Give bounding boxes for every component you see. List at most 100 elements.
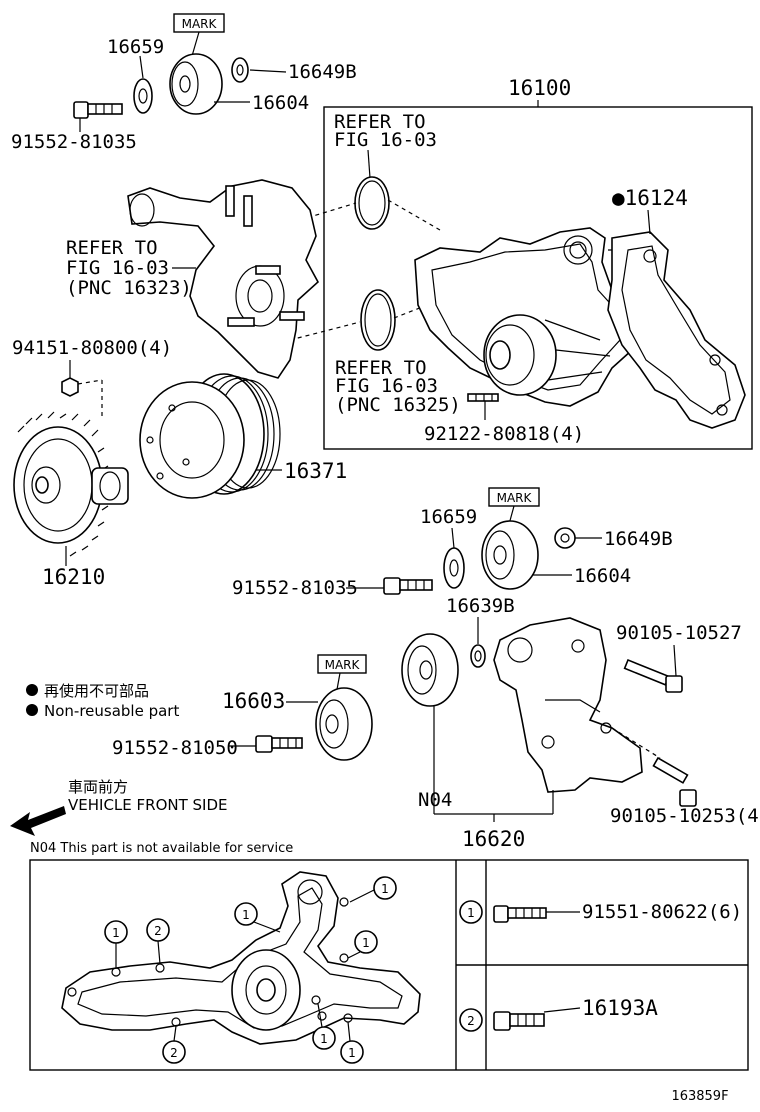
label-16100: 16100 bbox=[508, 76, 571, 100]
label-16620: 16620 bbox=[462, 827, 525, 851]
legend-en: Non-reusable part bbox=[44, 702, 179, 720]
label-16371: 16371 bbox=[284, 459, 347, 483]
svg-text:1: 1 bbox=[348, 1046, 356, 1060]
non-reusable-dot-en bbox=[26, 704, 38, 716]
label-91552-81035-top: 91552-81035 bbox=[11, 131, 137, 153]
refer-top-line2: FIG 16-03 bbox=[334, 129, 437, 151]
refer-housing-line2: FIG 16-03 bbox=[66, 257, 169, 279]
svg-text:2: 2 bbox=[170, 1046, 178, 1060]
svg-text:1: 1 bbox=[112, 926, 120, 940]
o-ring-bottom bbox=[360, 289, 396, 351]
idler-pulley-16604-top bbox=[169, 53, 223, 115]
svg-text:1: 1 bbox=[467, 906, 475, 920]
fan-clutch-16210 bbox=[13, 411, 129, 557]
label-16210: 16210 bbox=[42, 565, 105, 589]
callout-1-c: 1 bbox=[347, 930, 378, 959]
svg-text:1: 1 bbox=[362, 936, 370, 950]
svg-text:1: 1 bbox=[320, 1032, 328, 1046]
legend-jp: 再使用不可部品 bbox=[44, 682, 149, 700]
svg-text:1: 1 bbox=[242, 908, 250, 922]
pump-gasket-outline bbox=[61, 871, 421, 1045]
callout-2-b: 2 bbox=[162, 1025, 186, 1064]
label-16604-mid: 16604 bbox=[574, 565, 631, 587]
direction-en: VEHICLE FRONT SIDE bbox=[68, 796, 228, 814]
callout-1-d: 1 bbox=[104, 920, 128, 968]
refer-bot-line3: (PNC 16325) bbox=[335, 394, 461, 416]
lower-idler-pulley-group: MARK 16603 91552-81050 bbox=[112, 654, 373, 761]
washer-16649b-mid bbox=[554, 527, 576, 549]
label-n04: N04 bbox=[418, 789, 452, 811]
svg-text:1: 1 bbox=[381, 882, 389, 896]
refer-housing-line3: (PNC 16323) bbox=[66, 277, 192, 299]
vehicle-front-direction: 車両前方 VEHICLE FRONT SIDE bbox=[10, 778, 228, 836]
mark-label-top: MARK bbox=[182, 17, 218, 31]
svg-text:2: 2 bbox=[154, 924, 162, 938]
idler-pulley-16603 bbox=[315, 687, 373, 761]
top-idler-pulley-group: MARK 16659 16649B 16604 91552-81035 bbox=[11, 13, 357, 153]
label-16603: 16603 bbox=[222, 689, 285, 713]
tensioner-pulley bbox=[401, 633, 459, 707]
label-16659-top: 16659 bbox=[107, 36, 164, 58]
mark-label-mid: MARK bbox=[497, 491, 533, 505]
mark-box-low bbox=[317, 654, 367, 674]
refer-bot-line2: FIG 16-03 bbox=[335, 375, 438, 397]
water-pump-16100-group: 16100 REFER TO FIG 16-03 REFER TO FIG 16… bbox=[289, 76, 753, 450]
bolt-90105-10527 bbox=[623, 658, 683, 693]
label-16193a: 16193A bbox=[582, 996, 658, 1020]
label-16639b: 16639B bbox=[446, 595, 515, 617]
legend: 再使用不可部品 Non-reusable part bbox=[26, 682, 179, 720]
washer-16649b-top bbox=[231, 57, 249, 83]
label-90105-10253: 90105-10253(4) bbox=[610, 805, 760, 827]
middle-idler-pulley-group: MARK 16659 16649B 16604 91552-81035 bbox=[232, 487, 673, 599]
label-16649b-top: 16649B bbox=[288, 61, 357, 83]
tensioner-16620-group: 16639B 90105-10527 90105-10253(4) N04 bbox=[401, 595, 760, 851]
water-inlet-housing-group: REFER TO FIG 16-03 (PNC 16323) bbox=[66, 179, 320, 379]
label-16604-top: 16604 bbox=[252, 92, 309, 114]
mark-label-low: MARK bbox=[325, 658, 361, 672]
refer-top-line1: REFER TO bbox=[334, 111, 426, 133]
key-row-1: 1 91551-80622(6) bbox=[459, 900, 742, 924]
label-16659-mid: 16659 bbox=[420, 506, 477, 528]
tensioner-bracket bbox=[493, 617, 643, 793]
callout-1-a: 1 bbox=[349, 876, 397, 903]
bolt-91552-81050 bbox=[255, 735, 303, 753]
bolt-91552-81035-top bbox=[73, 101, 123, 119]
refer-housing-line1: REFER TO bbox=[66, 237, 158, 259]
callout-1-e: 1 bbox=[312, 1003, 336, 1050]
water-pump-box bbox=[323, 106, 753, 450]
o-ring-top bbox=[354, 176, 390, 230]
refer-bot-line1: REFER TO bbox=[335, 357, 427, 379]
callout-1-f: 1 bbox=[340, 1021, 364, 1064]
bolt-91552-81035-mid bbox=[383, 577, 433, 595]
footnote-n04: N04 This part is not available for servi… bbox=[30, 841, 293, 856]
label-91551-80622: 91551-80622(6) bbox=[582, 901, 742, 923]
washer-16659-mid bbox=[443, 547, 465, 589]
nut-94151-80800 bbox=[61, 377, 79, 397]
direction-jp: 車両前方 bbox=[68, 778, 128, 796]
fan-pulley-16371 bbox=[139, 373, 281, 499]
label-92122-80818: 92122-80818(4) bbox=[424, 423, 584, 445]
label-16649b-mid: 16649B bbox=[604, 528, 673, 550]
front-arrow-icon bbox=[10, 806, 66, 836]
bolt-detail-box: 1 1 1 1 2 2 1 bbox=[29, 859, 749, 1071]
diagram-id: 163859F bbox=[671, 1089, 728, 1104]
washer-16639b bbox=[470, 644, 486, 668]
callout-1-b: 1 bbox=[234, 902, 281, 933]
label-90105-10527: 90105-10527 bbox=[616, 622, 742, 644]
callout-2-a: 2 bbox=[146, 918, 170, 965]
water-inlet-housing bbox=[127, 179, 320, 379]
gasket-16124 bbox=[607, 231, 746, 429]
non-reusable-dot bbox=[26, 684, 38, 696]
label-91552-81035-mid: 91552-81035 bbox=[232, 577, 358, 599]
label-16124: ●16124 bbox=[612, 186, 688, 210]
key-row-2: 2 16193A bbox=[459, 996, 658, 1032]
washer-16659-top bbox=[133, 78, 153, 114]
bolt-90105-10253 bbox=[652, 756, 697, 807]
stud-92122-80818 bbox=[467, 393, 499, 402]
idler-pulley-16604-mid bbox=[481, 520, 539, 590]
svg-text:2: 2 bbox=[467, 1014, 475, 1028]
label-94151-80800: 94151-80800(4) bbox=[12, 337, 172, 359]
fan-clutch-group: 94151-80800(4) 16210 bbox=[12, 337, 347, 589]
label-91552-81050: 91552-81050 bbox=[112, 737, 238, 759]
